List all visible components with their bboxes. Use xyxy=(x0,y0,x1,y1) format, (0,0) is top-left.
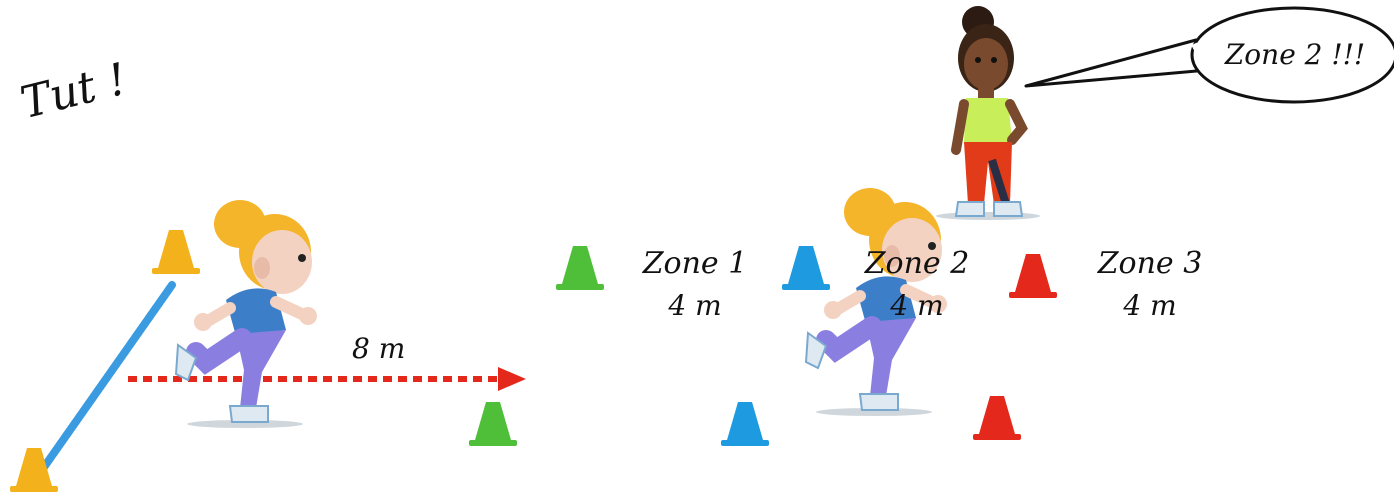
zone-3-label: Zone 3 4 m xyxy=(1075,246,1225,322)
speech-bubble xyxy=(1024,6,1394,104)
zone-1-label: Zone 1 4 m xyxy=(630,246,760,322)
zone1-cone-top xyxy=(556,246,604,290)
zone3-cone-bottom xyxy=(973,396,1021,440)
zone-length: 4 m xyxy=(1123,289,1177,322)
zone-name: Zone 2 xyxy=(864,246,970,281)
zone-name: Zone 3 xyxy=(1097,246,1203,281)
zone1-cone-bottom xyxy=(469,402,517,446)
zone-length: 4 m xyxy=(890,289,944,322)
speech-bubble-text: Zone 2 !!! xyxy=(1224,38,1366,71)
zone-name: Zone 1 xyxy=(642,246,748,281)
zone-length: 4 m xyxy=(668,289,722,322)
sprint-distance-label: 8 m xyxy=(352,332,406,365)
zone2-cone-top xyxy=(721,402,769,446)
zone3-cone-top xyxy=(1009,254,1057,298)
zone-2-label: Zone 2 4 m xyxy=(852,246,982,322)
runner-girl-start xyxy=(174,200,317,428)
start-cone-top xyxy=(152,230,200,274)
zone2-cone-top xyxy=(782,246,830,290)
sprint-arrow-head xyxy=(498,367,526,391)
coach-girl xyxy=(936,6,1040,220)
runner-girl-zone xyxy=(804,188,947,416)
start-line xyxy=(38,281,176,474)
